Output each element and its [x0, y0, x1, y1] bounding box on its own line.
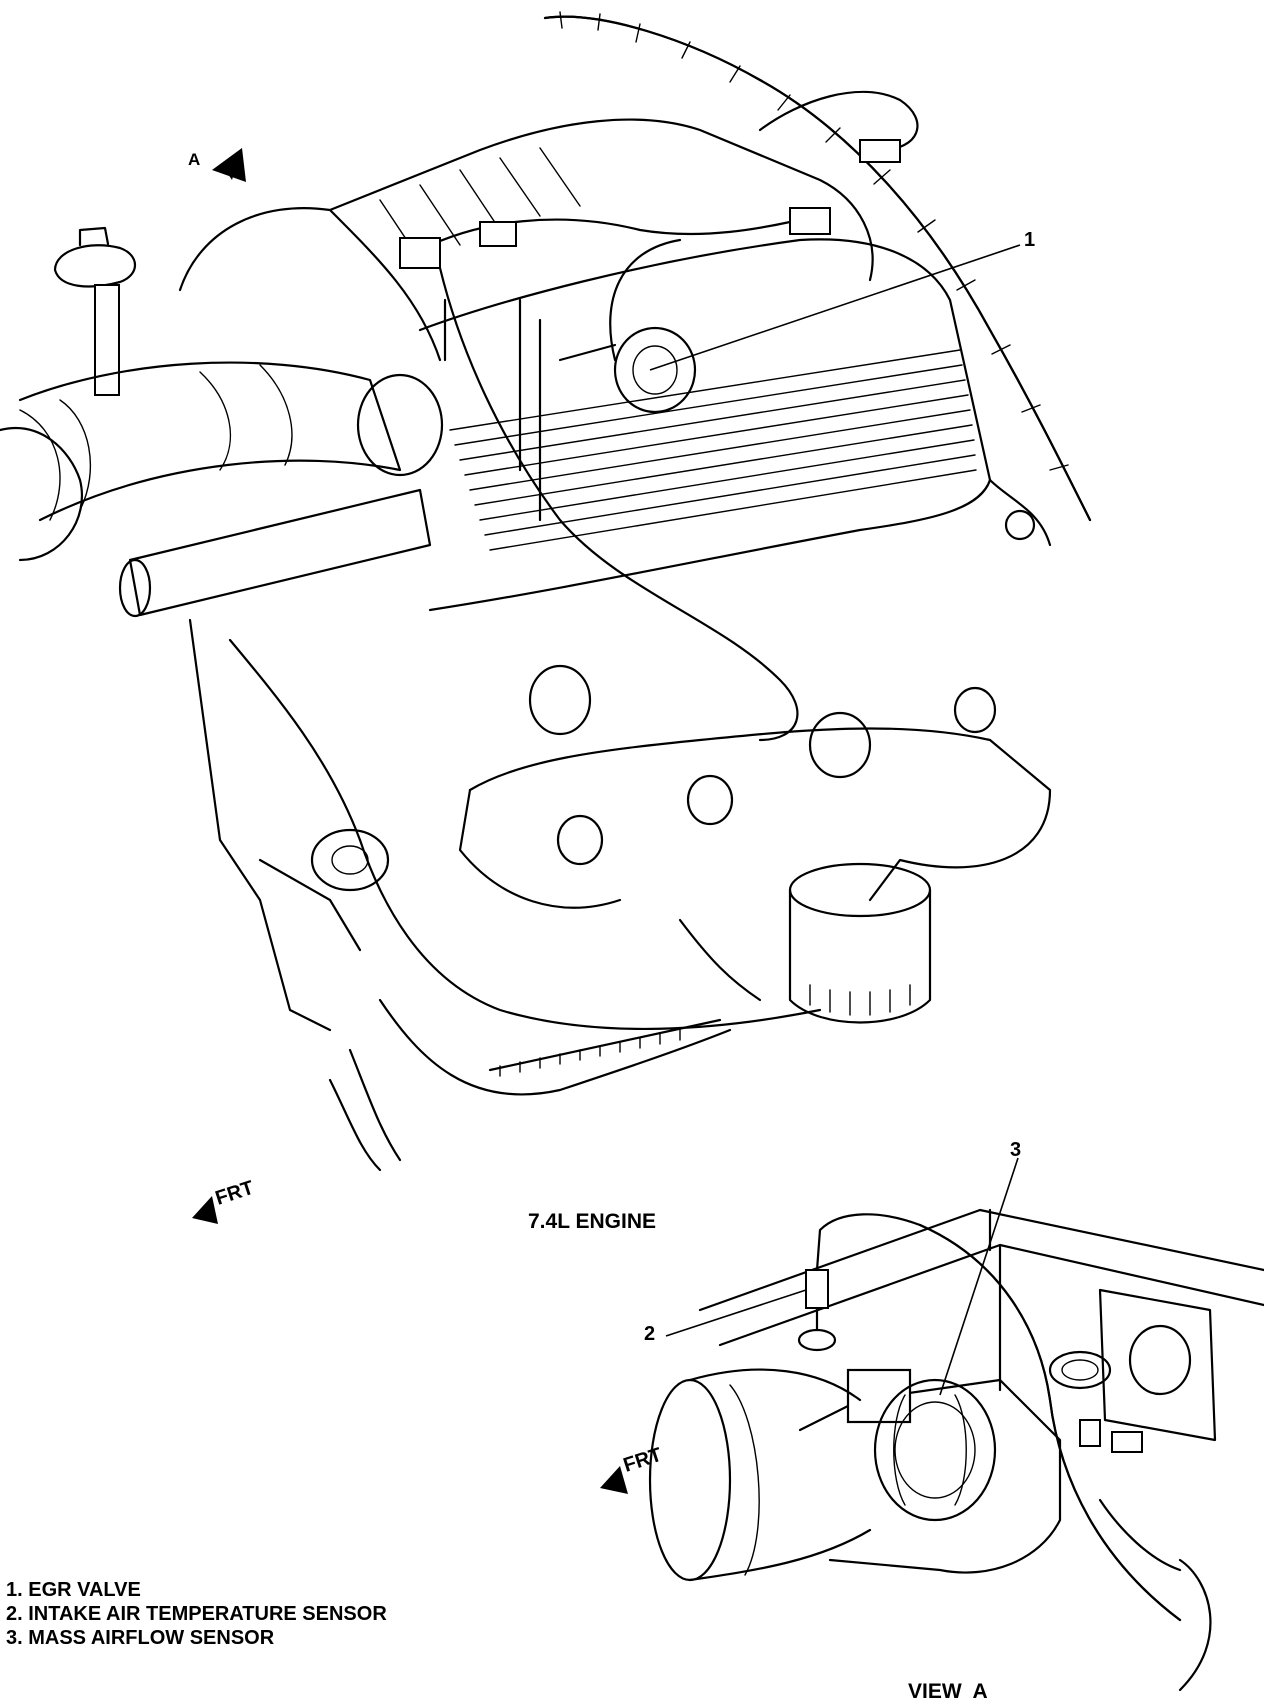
legend-item-3: 3. MASS AIRFLOW SENSOR: [6, 1627, 275, 1649]
inset-front-arrow-icon: [600, 1466, 628, 1494]
callout-3-leader: [939, 1157, 1019, 1396]
legend-item-2: 2. INTAKE AIR TEMPERATURE SENSOR: [6, 1603, 387, 1625]
front-arrow-icon: [192, 1196, 218, 1224]
engine-illustration: [0, 11, 1092, 1172]
view-a-marker: A: [188, 150, 200, 169]
view-a-arrow-icon: [212, 148, 246, 182]
intake-air-temperature-sensor: [805, 1269, 829, 1309]
callout-1: 1: [1024, 229, 1035, 251]
inset-view-caption: VIEW A: [908, 1680, 988, 1703]
inset-front-marker: FRT: [621, 1444, 665, 1477]
main-view-caption: 7.4L ENGINE: [528, 1210, 656, 1233]
view-a-illustration: [648, 1208, 1264, 1692]
egr-valve: [613, 326, 697, 414]
legend-item-1: 1. EGR VALVE: [6, 1579, 141, 1601]
legend: 1. EGR VALVE 2. INTAKE AIR TEMPERATURE S…: [6, 1579, 387, 1649]
callout-2: 2: [644, 1323, 655, 1345]
callout-2-leader: [665, 1289, 807, 1337]
callout-3: 3: [1010, 1139, 1021, 1161]
main-front-marker: FRT: [213, 1177, 257, 1210]
mass-airflow-sensor: [846, 1368, 912, 1424]
callout-1-leader: [649, 244, 1021, 371]
